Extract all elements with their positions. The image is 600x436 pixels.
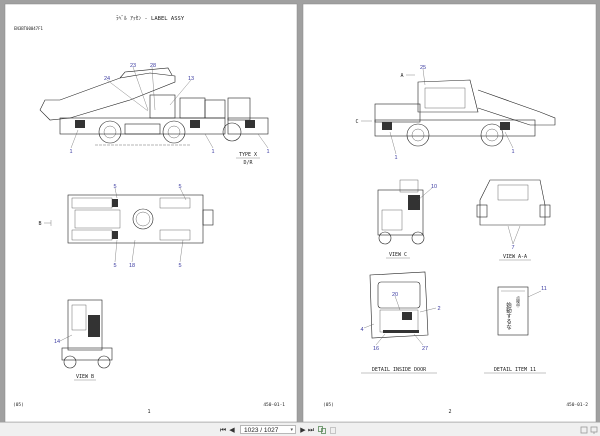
callout: 1	[511, 149, 514, 155]
callout: 5	[178, 184, 181, 190]
callout: 4	[360, 327, 363, 333]
callout: 20	[392, 292, 398, 298]
part-code: EN3BT00047F1	[14, 26, 43, 31]
callout: 23	[130, 63, 136, 69]
crane-side-view-drawing	[39, 66, 269, 149]
viewer-toolbar: ⏮ ◀ 1023 / 1027 ▾ ▶ ⏭	[0, 422, 600, 436]
callout: 16	[373, 346, 379, 352]
previous-page-button[interactable]: ◀	[229, 426, 235, 434]
door-detail-drawing	[363, 271, 437, 346]
footer-left: (05)	[13, 402, 24, 408]
detail-door-label: DETAIL INSIDE DOOR	[372, 367, 427, 373]
view-arrow-a: A	[400, 73, 403, 79]
single-page-view-icon[interactable]	[329, 426, 337, 434]
view-aa-label: VIEW A-A	[503, 254, 527, 260]
view-b-label: VIEW B	[76, 374, 94, 380]
callout: 28	[150, 63, 156, 69]
view-b-drawing	[59, 299, 113, 369]
chevron-down-icon[interactable]: ▾	[290, 427, 293, 433]
fit-page-icon[interactable]	[580, 426, 588, 434]
fullscreen-icon[interactable]	[590, 426, 598, 434]
last-page-button[interactable]: ⏭	[307, 426, 315, 434]
callout: 5	[113, 184, 116, 190]
two-page-view-icon[interactable]	[318, 426, 326, 434]
type-sub-label: D/R	[243, 160, 253, 166]
view-c-label: VIEW C	[389, 252, 407, 258]
callout: 1	[394, 155, 397, 161]
page-number-input[interactable]: 1023 / 1027 ▾	[240, 425, 296, 434]
warning-label-side-text: 点検中	[515, 295, 521, 308]
callout: 1	[69, 149, 72, 155]
page-2: A C 25 1 1 10 VIEW C 7 VIEW A-A	[302, 3, 597, 422]
view-c-drawing	[377, 179, 433, 245]
footer-left: (05)	[323, 402, 334, 408]
warning-label-drawing	[497, 286, 542, 336]
page-title: ﾗﾍﾞﾙ ｱｯｾﾝ - LABEL ASSY	[116, 15, 185, 22]
callout: 5	[113, 263, 116, 269]
document-view: ﾗﾍﾞﾙ ｱｯｾﾝ - LABEL ASSY EN3BT00047F1	[4, 3, 597, 422]
callout: 25	[420, 65, 426, 71]
first-page-button[interactable]: ⏮	[219, 426, 227, 434]
footer-right: 450-01-2	[566, 402, 588, 408]
callout: 2	[437, 306, 440, 312]
type-label: TYPE X	[239, 152, 257, 158]
warning-label-main-text: 始動するな	[505, 301, 512, 330]
next-page-button[interactable]: ▶	[300, 426, 306, 434]
callout: 1	[211, 149, 214, 155]
callout: 11	[541, 286, 547, 292]
view-aa-drawing	[476, 179, 551, 245]
view-arrow-b: B	[38, 221, 41, 227]
footer-right: 450-01-1	[263, 402, 285, 408]
callout: 13	[188, 76, 194, 82]
callout: 18	[129, 263, 135, 269]
view-arrow-c: C	[355, 119, 358, 125]
page-number-value: 1023 / 1027	[244, 427, 279, 434]
callout: 10	[431, 184, 437, 190]
page-number: 2	[448, 409, 451, 415]
callout: 24	[104, 76, 110, 82]
callout: 1	[266, 149, 269, 155]
page-1: ﾗﾍﾞﾙ ｱｯｾﾝ - LABEL ASSY EN3BT00047F1	[4, 3, 298, 422]
crane-top-view-drawing	[44, 187, 214, 263]
callout: 14	[54, 339, 60, 345]
callout: 27	[422, 346, 428, 352]
detail-item-label: DETAIL ITEM 11	[494, 367, 536, 373]
crane-side-view-drawing	[361, 68, 556, 155]
page-number: 1	[147, 409, 150, 415]
callout: 5	[178, 263, 181, 269]
callout: 7	[511, 245, 514, 251]
